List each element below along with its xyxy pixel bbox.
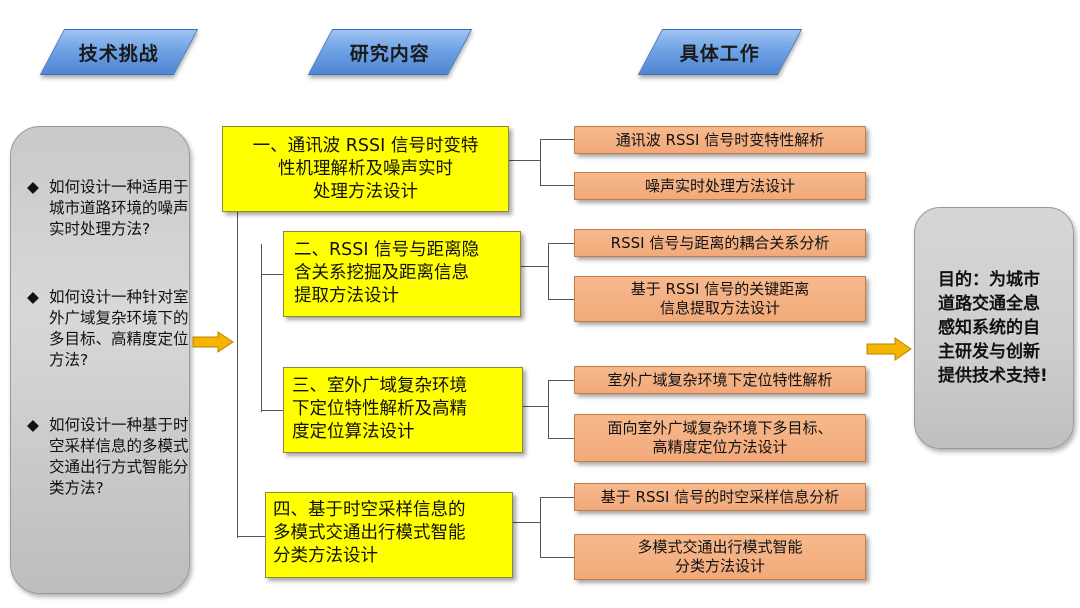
research-box-4: 四、基于时空采样信息的 多模式交通出行模式智能 分类方法设计: [265, 492, 513, 578]
bracket-4-stem: [513, 522, 541, 523]
research-box-3: 三、室外广域复杂环境 下定位特性解析及高精 度定位算法设计: [283, 367, 523, 453]
work-2-line1: 噪声实时处理方法设计: [644, 176, 795, 195]
goal-line3: 感知系统的自: [938, 318, 1040, 338]
research-3-line1: 三、室外广域复杂环境: [292, 376, 467, 396]
bracket-4-vert: [540, 497, 541, 557]
research-3-line3: 度定位算法设计: [292, 422, 415, 442]
goal-line5: 提供技术支持!: [938, 366, 1048, 386]
bracket-4-top: [540, 497, 574, 498]
research-2-line1: 二、RSSI 信号与距离隐: [294, 240, 480, 260]
research-1-line3: 处理方法设计: [313, 182, 418, 202]
work-box-4: 基于 RSSI 信号的关键距离 信息提取方法设计: [574, 276, 866, 322]
challenge-item: ◆ 如何设计一种适用于城市道路环境的噪声实时处理方法?: [27, 177, 189, 240]
challenge-text: 如何设计一种针对室外广域复杂环境下的多目标、高精度定位方法?: [49, 288, 189, 369]
diamond-bullet-icon: ◆: [27, 288, 39, 306]
bracket-2-top: [548, 243, 574, 244]
header-banner-work: 具体工作: [637, 29, 803, 75]
bracket-3-vert: [548, 380, 549, 438]
diamond-bullet-icon: ◆: [27, 416, 39, 434]
goal-panel: 目的：为城市 道路交通全息 感知系统的自 主研发与创新 提供技术支持!: [914, 207, 1074, 449]
research-2-line3: 提取方法设计: [294, 286, 399, 306]
bracket-3-top: [548, 380, 574, 381]
tree-branch-line: [261, 244, 262, 412]
tree-connector-2: [261, 274, 283, 275]
bracket-1-stem: [509, 160, 541, 161]
work-box-7: 基于 RSSI 信号的时空采样信息分析: [574, 483, 866, 511]
research-4-line1: 四、基于时空采样信息的: [273, 500, 466, 520]
bracket-3-stem: [523, 406, 549, 407]
work-box-2: 噪声实时处理方法设计: [574, 172, 866, 200]
challenges-panel: ◆ 如何设计一种适用于城市道路环境的噪声实时处理方法? ◆ 如何设计一种针对室外…: [10, 126, 190, 594]
diamond-bullet-icon: ◆: [27, 178, 39, 196]
work-box-3: RSSI 信号与距离的耦合关系分析: [574, 229, 866, 257]
work-8-line1: 多模式交通出行模式智能: [637, 538, 803, 556]
tree-connector-3: [261, 410, 283, 411]
header-research-label: 研究内容: [349, 42, 430, 65]
work-7-line1: 基于 RSSI 信号的时空采样信息分析: [600, 487, 840, 506]
work-5-line1: 室外广域复杂环境下定位特性解析: [607, 370, 833, 389]
bracket-1-top: [540, 139, 574, 140]
research-1-line1: 一、通讯波 RSSI 信号时变特: [252, 136, 479, 156]
bracket-2-bot: [548, 299, 574, 300]
header-challenges-label: 技术挑战: [78, 42, 159, 65]
header-banner-challenges: 技术挑战: [39, 29, 199, 75]
research-4-line3: 分类方法设计: [273, 546, 378, 566]
tree-connector-4: [237, 536, 265, 537]
work-6-line2: 高精度定位方法设计: [652, 438, 788, 456]
work-8-line2: 分类方法设计: [674, 557, 765, 575]
work-box-1: 通讯波 RSSI 信号时变特性解析: [574, 126, 866, 154]
header-work-label: 具体工作: [679, 42, 760, 65]
research-3-line2: 下定位特性解析及高精: [292, 399, 467, 419]
research-box-2: 二、RSSI 信号与距离隐 含关系挖掘及距离信息 提取方法设计: [283, 231, 521, 317]
bracket-4-bot: [540, 557, 574, 558]
work-1-line1: 通讯波 RSSI 信号时变特性解析: [615, 130, 825, 149]
bracket-3-bot: [548, 438, 574, 439]
work-4-line1: 基于 RSSI 信号的关键距离: [630, 280, 810, 298]
work-6-line1: 面向室外广域复杂环境下多目标、: [607, 419, 833, 437]
bracket-1-bot: [540, 185, 574, 186]
work-box-5: 室外广域复杂环境下定位特性解析: [574, 366, 866, 394]
tree-trunk-line: [237, 206, 238, 538]
bracket-2-stem: [521, 266, 549, 267]
work-4-line2: 信息提取方法设计: [659, 299, 780, 317]
goal-line4: 主研发与创新: [938, 342, 1040, 362]
goal-line2: 道路交通全息: [938, 294, 1040, 314]
work-3-line1: RSSI 信号与距离的耦合关系分析: [610, 233, 830, 252]
bracket-2-vert: [548, 243, 549, 299]
challenge-text: 如何设计一种适用于城市道路环境的噪声实时处理方法?: [49, 178, 189, 238]
research-4-line2: 多模式交通出行模式智能: [273, 523, 466, 543]
challenge-item: ◆ 如何设计一种基于时空采样信息的多模式交通出行方式智能分类方法?: [27, 415, 189, 499]
bracket-1-vert: [540, 139, 541, 185]
research-2-line2: 含关系挖掘及距离信息: [294, 263, 469, 283]
header-banner-research: 研究内容: [307, 29, 473, 75]
challenge-text: 如何设计一种基于时空采样信息的多模式交通出行方式智能分类方法?: [49, 416, 189, 497]
right-arrow-icon: [866, 337, 912, 361]
research-box-1: 一、通讯波 RSSI 信号时变特 性机理解析及噪声实时 处理方法设计: [222, 126, 509, 212]
right-arrow-icon: [192, 331, 234, 353]
work-box-8: 多模式交通出行模式智能 分类方法设计: [574, 534, 866, 580]
challenge-item: ◆ 如何设计一种针对室外广域复杂环境下的多目标、高精度定位方法?: [27, 287, 189, 371]
work-box-6: 面向室外广域复杂环境下多目标、 高精度定位方法设计: [574, 414, 866, 462]
goal-line1: 目的：为城市: [938, 270, 1040, 290]
research-1-line2: 性机理解析及噪声实时: [278, 159, 453, 179]
